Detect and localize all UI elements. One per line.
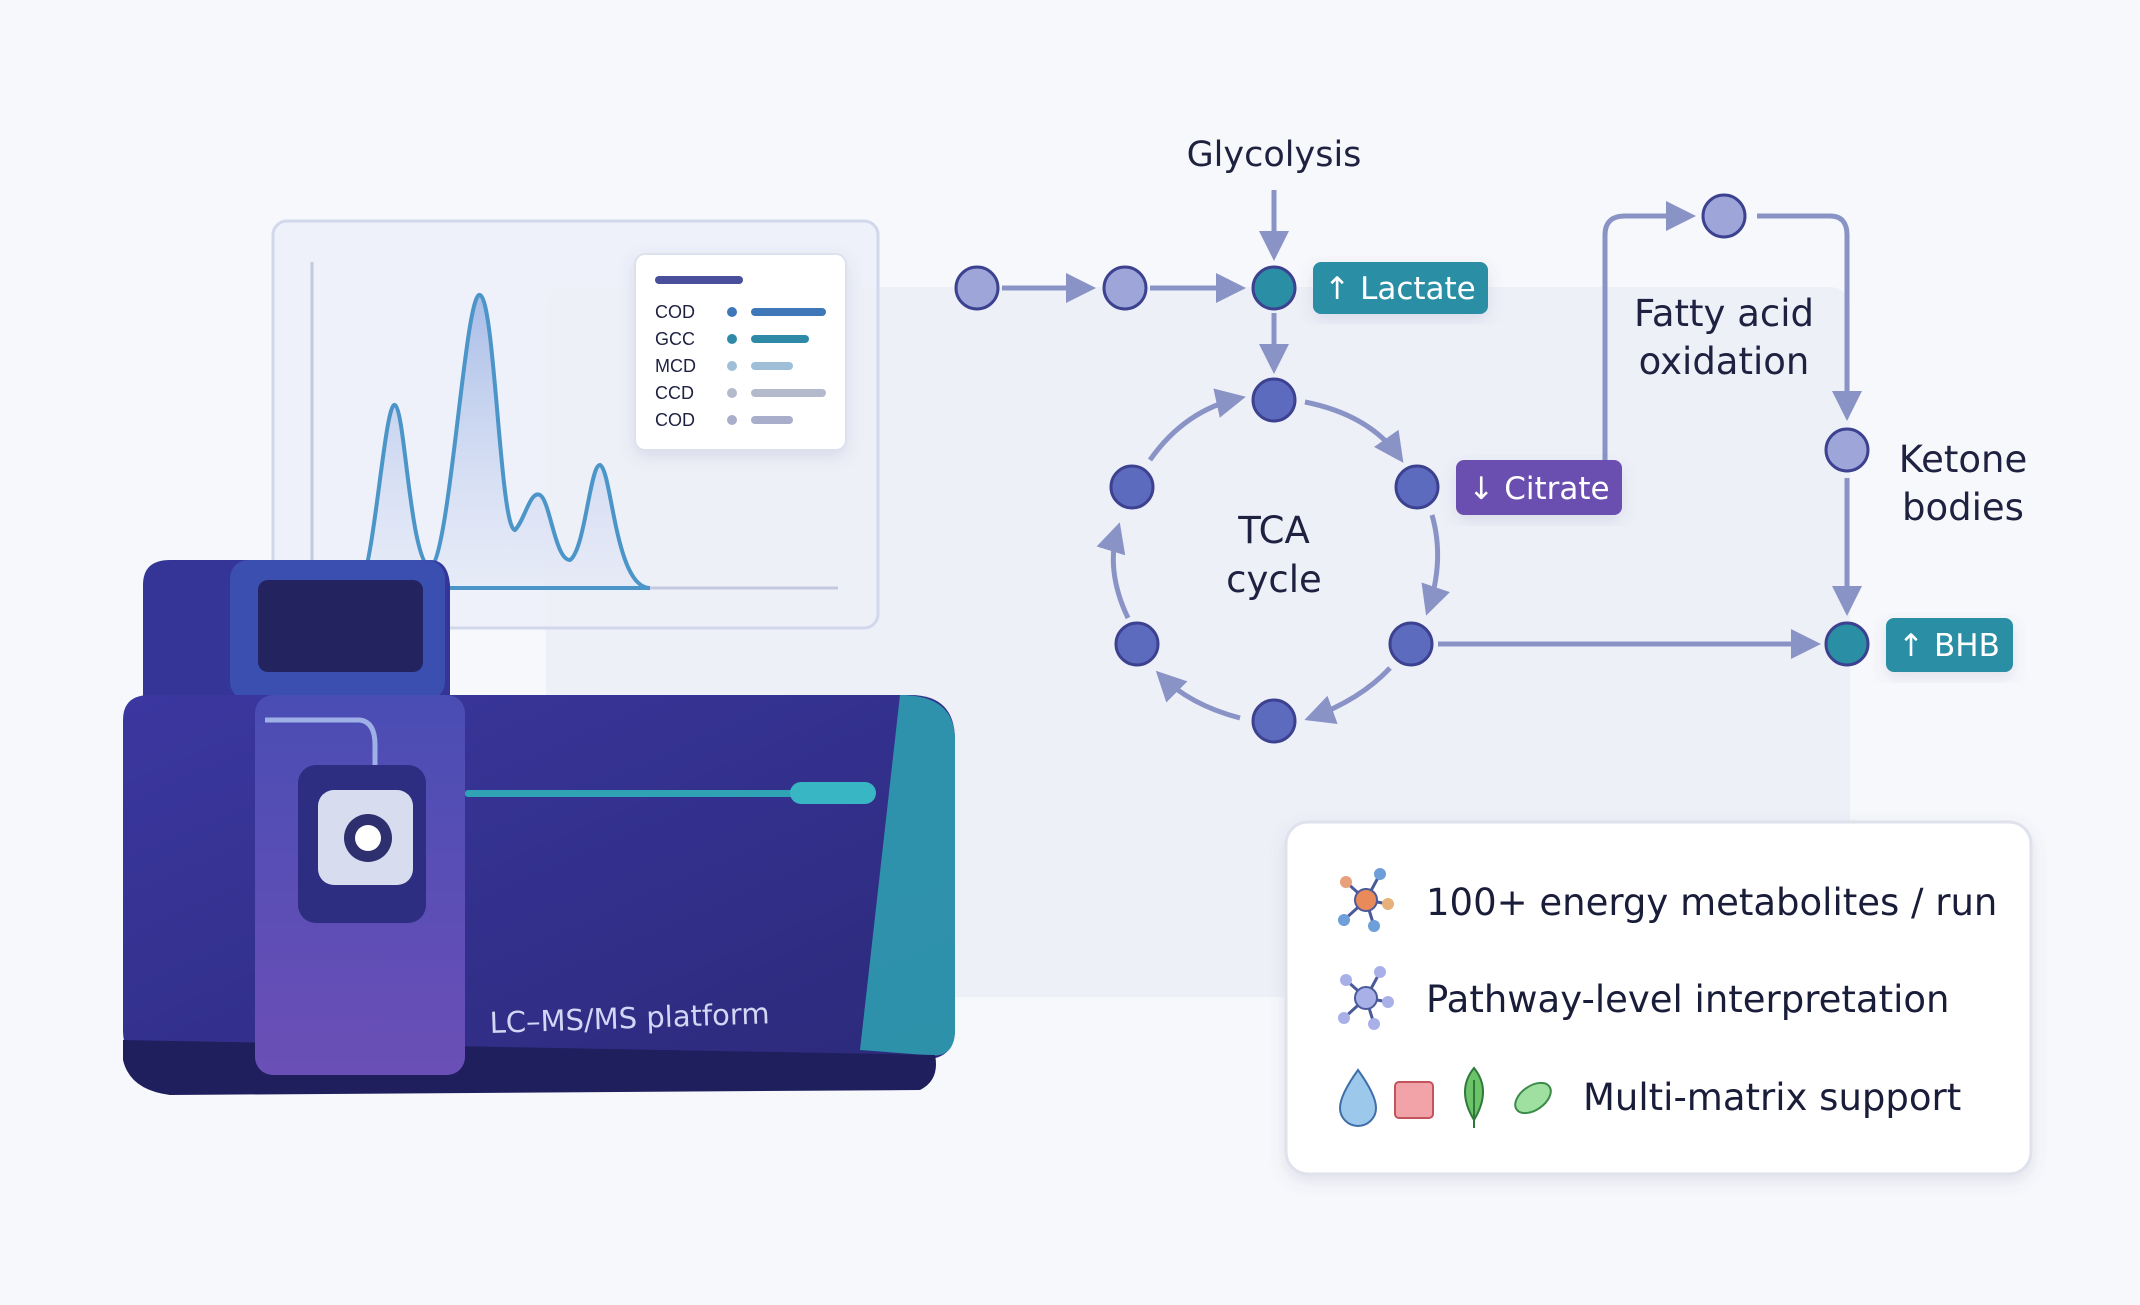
legend-bar — [751, 362, 793, 370]
metabolite-node — [1388, 621, 1434, 667]
metabolite-node — [1251, 377, 1297, 423]
metabolite-node — [1824, 427, 1870, 473]
svg-text:↑ Lactate: ↑ Lactate — [1324, 271, 1476, 307]
metabolite-node — [1251, 265, 1297, 311]
legend-label: GCC — [655, 329, 695, 349]
feature-pathway: Pathway-level interpretation — [1426, 978, 1949, 1021]
molecule-network-icon — [1338, 868, 1394, 932]
legend-dot — [727, 388, 737, 398]
microbe-icon — [1514, 1081, 1552, 1115]
metabolite-node — [1114, 621, 1160, 667]
metabolite-node — [1251, 698, 1297, 744]
tissue-cube-icon — [1394, 1081, 1434, 1119]
legend-dot — [727, 415, 737, 425]
sample-matrices-icon — [1338, 1066, 1552, 1128]
pathway-network-icon — [1338, 966, 1394, 1030]
chromatogram-trace — [356, 292, 651, 590]
legend-dot — [727, 361, 737, 371]
legend-label: COD — [655, 302, 695, 322]
lactate-badge: ↑ Lactate — [1313, 262, 1488, 314]
legend-dot — [727, 334, 737, 344]
svg-text:↑ BHB: ↑ BHB — [1898, 628, 2000, 664]
droplet-icon — [1338, 1068, 1378, 1127]
legend-bar — [751, 335, 809, 343]
legend-bar — [751, 416, 793, 424]
metabolite-node — [1394, 464, 1440, 510]
legend-title-bar — [655, 276, 743, 284]
pathway-arrows — [1002, 190, 1862, 724]
leaf-icon — [1464, 1066, 1484, 1128]
feature-multi-matrix: Multi-matrix support — [1583, 1076, 1961, 1119]
metabolite-nodes — [954, 193, 1870, 744]
metabolite-node — [954, 265, 1000, 311]
bhb-badge: ↑ BHB — [1886, 618, 2013, 672]
svg-text:↓ Citrate: ↓ Citrate — [1468, 471, 1609, 507]
citrate-badge: ↓ Citrate — [1456, 460, 1622, 515]
legend-dot — [727, 307, 737, 317]
legend-card — [634, 253, 847, 451]
metabolite-node — [1701, 193, 1747, 239]
legend-label: MCD — [655, 356, 696, 376]
chromatogram-panel: COD GCC MCD CCD COD — [271, 219, 880, 630]
metabolite-node — [1824, 621, 1870, 667]
features-card: 100+ energy metabolites / run Pathway-le… — [1284, 820, 2033, 1176]
legend-label: CCD — [655, 383, 694, 403]
feature-metabolites: 100+ energy metabolites / run — [1426, 881, 1997, 924]
instrument-screen — [258, 580, 423, 672]
glycolysis-label: Glycolysis — [1187, 135, 1362, 175]
lc-ms-instrument: LC–MS/MS platform — [123, 560, 955, 1095]
legend-label: COD — [655, 410, 695, 430]
legend-bar — [751, 389, 826, 397]
metabolite-node — [1102, 265, 1148, 311]
legend-bar — [751, 308, 826, 316]
metabolite-node — [1109, 464, 1155, 510]
